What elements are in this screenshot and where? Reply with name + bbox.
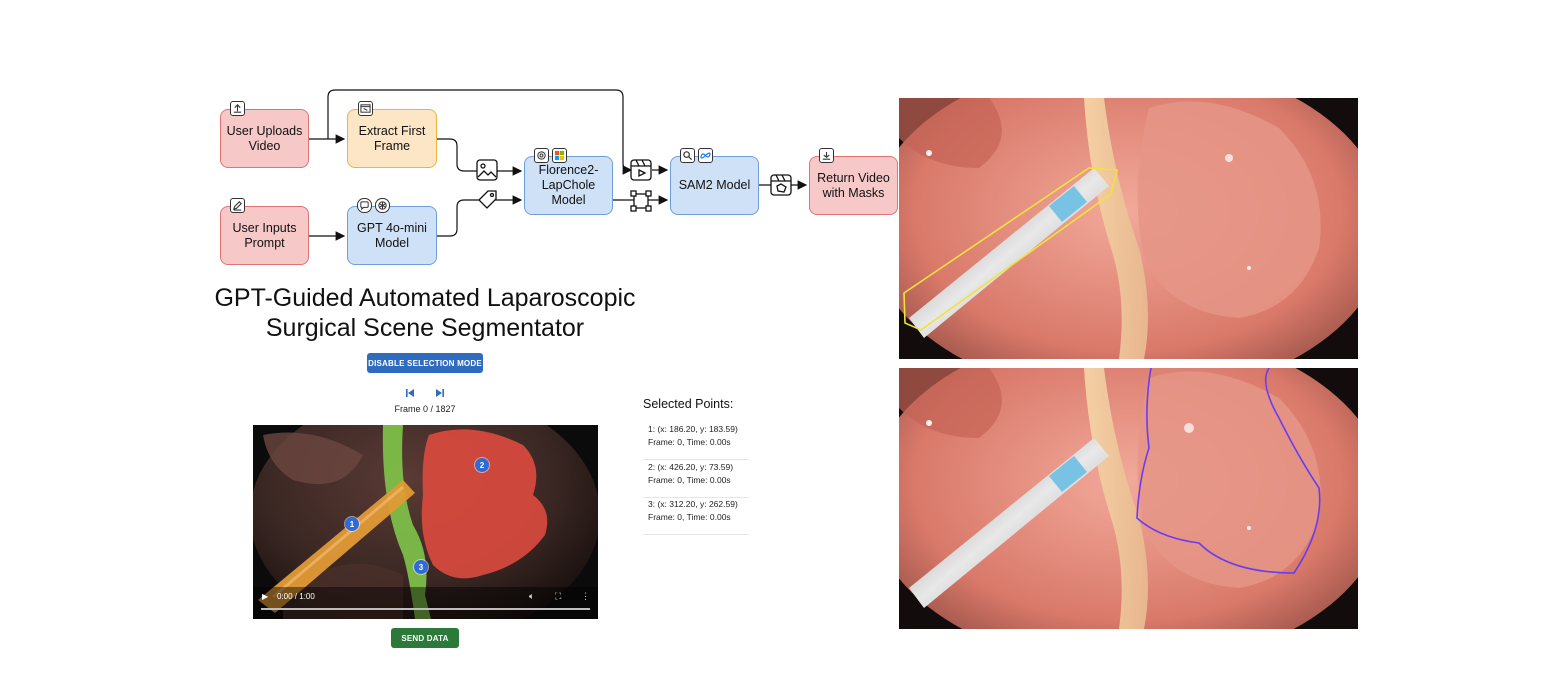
play-icon[interactable]: ▶ (262, 592, 269, 601)
node-label: User Inputs Prompt (232, 220, 297, 250)
node-gpt-model: GPT 4o-mini Model (347, 206, 437, 265)
node-sam2-model: SAM2 Model (670, 156, 759, 215)
chat-bubble-icon (357, 198, 372, 213)
download-icon (819, 148, 834, 163)
edge-gpt-to-florence (437, 195, 523, 237)
bounding-box-icon (630, 190, 652, 212)
openai-icon (375, 198, 390, 213)
node-extract-first-frame: Extract First Frame (347, 109, 437, 168)
mask-outline-yellow (903, 167, 1119, 331)
point-time: Frame: 0, Time: 0.00s (648, 475, 731, 485)
camera-aperture-icon (534, 148, 549, 163)
node-label: Florence2-LapChole Model (538, 163, 599, 207)
node-florence2-lapchole-model: Florence2-LapChole Model (524, 156, 613, 215)
point-marker-3[interactable]: 3 (414, 560, 428, 574)
mute-icon[interactable]: 🔈︎ (529, 591, 535, 601)
video-frame-icon (358, 101, 373, 116)
skip-next-icon[interactable] (433, 386, 447, 400)
edit-icon (230, 198, 245, 213)
mask-outline-purple (1136, 368, 1321, 574)
node-label: User Uploads Video (226, 123, 303, 153)
frame-counter: Frame 0 / 1827 (394, 404, 456, 414)
point-time: Frame: 0, Time: 0.00s (648, 437, 731, 447)
send-data-button[interactable]: SEND DATA (391, 628, 459, 648)
tag-icon (478, 190, 497, 209)
point-coords: 1: (x: 186.20, y: 183.59) (648, 424, 738, 434)
point-marker-2[interactable]: 2 (475, 458, 489, 472)
node-label: GPT 4o-mini Model (357, 220, 427, 250)
meta-icon (698, 148, 713, 163)
mask-orange (258, 480, 415, 613)
point-marker-1[interactable]: 1 (345, 517, 359, 531)
node-label: Return Video with Masks (817, 170, 890, 200)
disable-selection-mode-button[interactable]: DISABLE SELECTION MODE (367, 353, 483, 373)
mask-red (421, 429, 548, 579)
list-item: 1: (x: 186.20, y: 183.59) Frame: 0, Time… (643, 423, 749, 460)
search-icon (680, 148, 695, 163)
skip-previous-icon[interactable] (403, 386, 417, 400)
masked-video-icon (770, 174, 792, 196)
video-time: 0:00 / 1:00 (277, 592, 315, 601)
upload-icon (230, 101, 245, 116)
edge-extract-to-florence (437, 138, 523, 176)
video-player[interactable]: 1 2 3 ▶ 0:00 / 1:00 🔈︎ ⛶ ⋮ (253, 425, 598, 619)
image-icon (476, 159, 498, 181)
page-title-line-2: Surgical Scene Segmentator (265, 314, 585, 342)
node-return-video-with-masks: Return Video with Masks (809, 156, 898, 215)
selected-points-title: Selected Points: (643, 397, 734, 411)
surgical-image (899, 98, 1358, 359)
video-progress-bar[interactable] (261, 608, 590, 610)
fullscreen-icon[interactable]: ⛶ (555, 591, 562, 601)
page-title-line-1: GPT-Guided Automated Laparoscopic (214, 284, 636, 312)
point-coords: 2: (x: 426.20, y: 73.59) (648, 462, 734, 472)
more-options-icon[interactable]: ⋮ (581, 591, 590, 601)
point-coords: 3: (x: 312.20, y: 262.59) (648, 499, 738, 509)
node-label: Extract First Frame (358, 123, 426, 153)
pipeline-diagram (309, 89, 808, 241)
microsoft-icon (552, 148, 567, 163)
node-label: SAM2 Model (678, 178, 751, 192)
edge-upload-to-sam2 (327, 89, 633, 175)
surgical-image (899, 368, 1358, 629)
list-item: 2: (x: 426.20, y: 73.59) Frame: 0, Time:… (643, 461, 749, 498)
node-user-uploads-video: User Uploads Video (220, 109, 309, 168)
video-play-icon (630, 159, 652, 181)
video-controls: ▶ 0:00 / 1:00 🔈︎ ⛶ ⋮ (253, 587, 598, 619)
output-frame-instrument-mask (899, 98, 1358, 359)
page-title: GPT-Guided Automated Laparoscopic Surgic… (190, 283, 660, 343)
output-frame-gallbladder-mask (899, 368, 1358, 629)
node-user-inputs-prompt: User Inputs Prompt (220, 206, 309, 265)
point-time: Frame: 0, Time: 0.00s (648, 512, 731, 522)
list-item: 3: (x: 312.20, y: 262.59) Frame: 0, Time… (643, 498, 749, 535)
